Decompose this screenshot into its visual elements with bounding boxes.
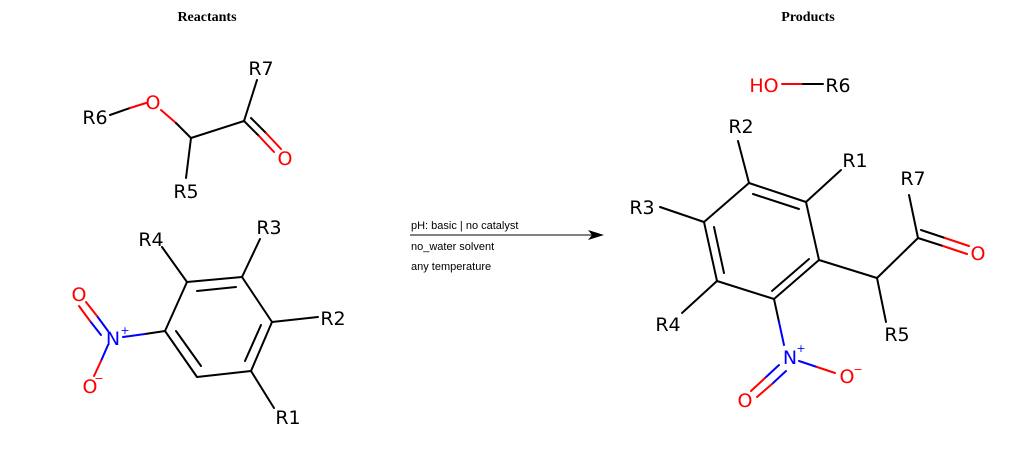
atom-nitrogen-label: N (783, 347, 797, 369)
atom-oxygen-label: O (72, 284, 87, 306)
charge-minus-label: − (853, 363, 862, 376)
condition-ph: pH: basic | no catalyst (411, 220, 518, 232)
atom-oxygen-label: O (278, 148, 293, 170)
atom-nitrogen-label: N (106, 328, 120, 350)
condition-solvent: no_water solvent (411, 241, 494, 253)
atom-r1-label: R1 (842, 150, 867, 172)
atom-r6-label: R6 (825, 75, 850, 97)
atom-r5-label: R5 (884, 324, 909, 346)
condition-temperature: any temperature (411, 261, 491, 273)
reactants-heading: Reactants (177, 10, 237, 25)
atom-oxygen-label: O (738, 390, 753, 412)
reactant-nitrobenzene: R4 R3 R2 R1 N + O O − (72, 217, 346, 429)
atom-r3-label: R3 (629, 197, 654, 219)
atom-oxygen-label: O (840, 366, 855, 388)
charge-plus-label: + (120, 324, 129, 337)
products-heading: Products (781, 10, 835, 25)
atom-r2-label: R2 (320, 308, 345, 330)
atom-hydroxyl-label: HO (749, 75, 778, 97)
charge-plus-label: + (796, 342, 805, 355)
atom-r7-label: R7 (248, 58, 273, 80)
atom-oxygen-label: O (146, 92, 161, 114)
atom-r1-label: R1 (275, 407, 300, 429)
atom-r4-label: R4 (655, 314, 680, 336)
product-nitroaryl-ketone: R2 R1 R3 R4 R7 O R5 N + O O − (629, 116, 985, 412)
atom-oxygen-label: O (971, 243, 986, 265)
atom-r7-label: R7 (900, 168, 925, 190)
product-alcohol: HO R6 (749, 75, 850, 97)
atom-r2-label: R2 (728, 116, 753, 138)
atom-r6-label: R6 (82, 107, 107, 129)
atom-r3-label: R3 (256, 217, 281, 239)
charge-minus-label: − (94, 372, 103, 385)
reactant-ether-ketone: R6 O R7 O R5 (82, 58, 292, 203)
atom-r4-label: R4 (138, 229, 163, 251)
atom-oxygen-label: O (83, 376, 98, 398)
reaction-arrow (410, 230, 604, 240)
atom-r5-label: R5 (173, 181, 198, 203)
